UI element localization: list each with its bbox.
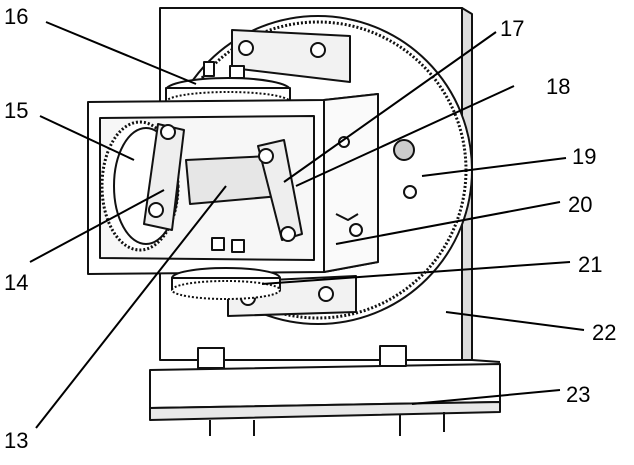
callout-20: 20 bbox=[568, 192, 592, 217]
callout-21: 21 bbox=[578, 252, 602, 277]
callout-22: 22 bbox=[592, 320, 616, 345]
callout-13: 13 bbox=[4, 428, 28, 453]
callout-19: 19 bbox=[572, 144, 596, 169]
callout-17: 17 bbox=[500, 16, 524, 41]
callout-14: 14 bbox=[4, 270, 28, 295]
callout-23: 23 bbox=[566, 382, 590, 407]
callout-15: 15 bbox=[4, 98, 28, 123]
callout-16: 16 bbox=[4, 4, 28, 29]
callout-18: 18 bbox=[546, 74, 570, 99]
